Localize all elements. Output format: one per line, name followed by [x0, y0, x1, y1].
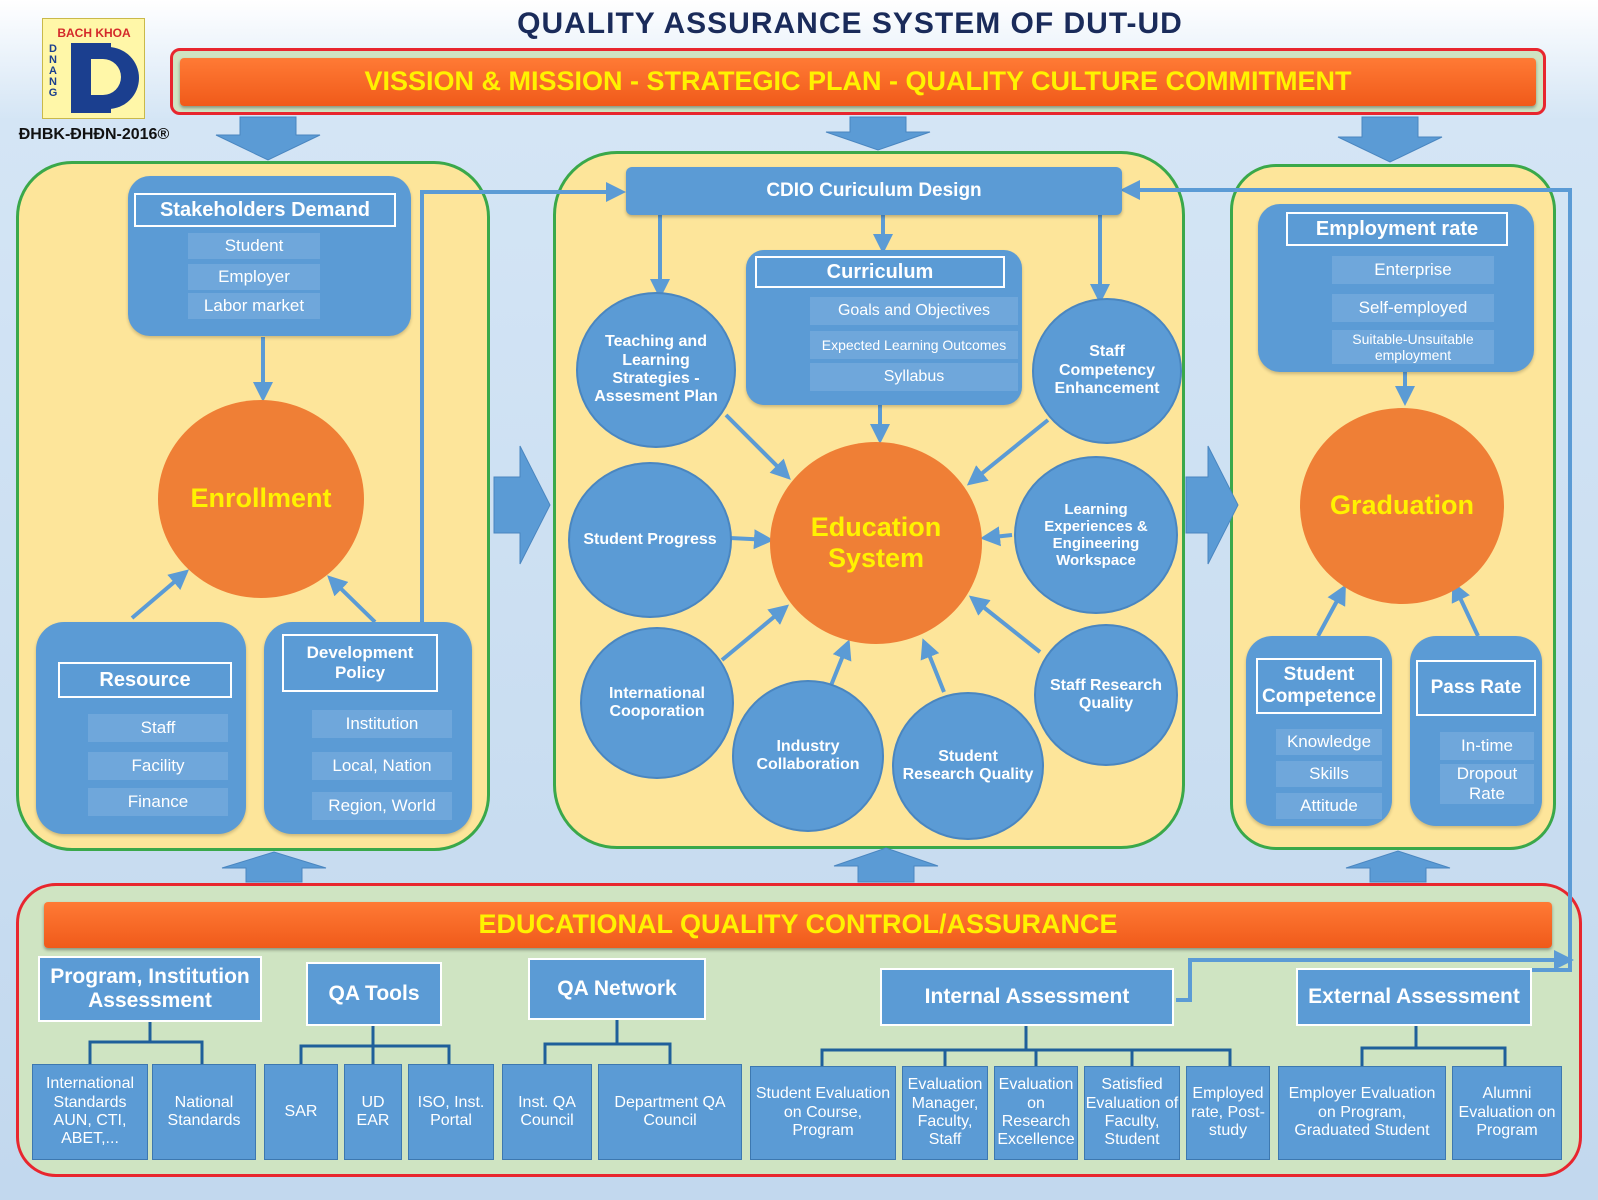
passrate-item-in-time: In-time: [1440, 732, 1534, 760]
competence-title: Student Competence: [1256, 658, 1382, 714]
stakeholder-item-labor-market: Labor market: [188, 293, 320, 319]
employment-title: Employment rate: [1286, 212, 1508, 246]
resource-item-facility: Facility: [88, 752, 228, 780]
resource-item-finance: Finance: [88, 788, 228, 816]
graduation-circle: Graduation: [1300, 408, 1504, 604]
policy-item-local-nation: Local, Nation: [312, 752, 452, 780]
education-system-circle: Education System: [770, 442, 982, 644]
policy-item-institution: Institution: [312, 710, 452, 738]
logo-vertical-text: DNANG: [47, 43, 59, 98]
enrollment-circle: Enrollment: [158, 400, 364, 598]
student-progress-circle: Student Progress: [568, 462, 732, 618]
leaf-iso-portal: ISO, Inst. Portal: [408, 1064, 494, 1160]
leaf-evaluation-manager: Evaluation Manager, Faculty, Staff: [902, 1066, 988, 1160]
curriculum-item-elo: Expected Learning Outcomes: [810, 331, 1018, 359]
logo-caption: ĐHBK-ĐHĐN-2016®: [18, 125, 170, 143]
policy-item-region-world: Region, World: [312, 792, 452, 820]
logo-text: BACH KHOA: [57, 26, 131, 41]
competence-item-attitude: Attitude: [1276, 793, 1382, 819]
leaf-international-standards: International Standards AUN, CTI, ABET,.…: [32, 1064, 148, 1160]
qa-network-box: QA Network: [528, 958, 706, 1020]
leaf-national-standards: National Standards: [152, 1064, 256, 1160]
resource-item-staff: Staff: [88, 714, 228, 742]
bottom-trees: [88, 1020, 1507, 1066]
stakeholder-item-employer: Employer: [188, 264, 320, 290]
staff-competency-circle: Staff Competency Enhancement: [1032, 298, 1182, 444]
stakeholders-title: Stakeholders Demand: [134, 193, 396, 227]
stakeholder-item-student: Student: [188, 233, 320, 259]
top-block-arrows: [215, 116, 1443, 163]
teaching-strategies-circle: Teaching and Learning Strategies - Asses…: [576, 292, 736, 448]
competence-item-knowledge: Knowledge: [1276, 729, 1382, 755]
side-block-arrows: [493, 445, 1239, 565]
curriculum-item-goals: Goals and Objectives: [810, 297, 1018, 325]
leaf-evaluation-research: Evaluation on Research Excellence: [994, 1066, 1078, 1160]
competence-item-skills: Skills: [1276, 761, 1382, 787]
leaf-employer-evaluation: Employer Evaluation on Program, Graduate…: [1278, 1066, 1446, 1160]
cdio-design-box: CDIO Curiculum Design: [626, 167, 1122, 215]
employment-item-enterprise: Enterprise: [1332, 256, 1494, 284]
external-assessment-box: External Assessment: [1296, 968, 1532, 1026]
bottom-block-arrows: [221, 847, 1451, 883]
logo: BACH KHOA DNANG: [42, 18, 145, 119]
resource-title: Resource: [58, 662, 232, 698]
internal-assessment-box: Internal Assessment: [880, 968, 1174, 1026]
qc-banner: EDUCATIONAL QUALITY CONTROL/ASSURANCE: [44, 902, 1552, 948]
leaf-inst-qa-council: Inst. QA Council: [502, 1064, 592, 1160]
leaf-satisfied-evaluation: Satisfied Evaluation of Faculty, Student: [1084, 1066, 1180, 1160]
curriculum-item-syllabus: Syllabus: [810, 363, 1018, 391]
leaf-department-qa-council: Department QA Council: [598, 1064, 742, 1160]
leaf-ud-ear: UD EAR: [344, 1064, 402, 1160]
page-title: QUALITY ASSURANCE SYSTEM OF DUT-UD: [517, 6, 1183, 40]
passrate-item-dropout: Dropout Rate: [1440, 764, 1534, 804]
leaf-alumni-evaluation: Alumni Evaluation on Program: [1452, 1066, 1562, 1160]
program-assessment-box: Program, Institution Assessment: [38, 956, 262, 1022]
feedback-arrows: [1120, 180, 1574, 1002]
center-arrows: [650, 215, 1110, 693]
leaf-student-evaluation: Student Evaluation on Course, Program: [750, 1066, 896, 1160]
top-banner: VISSION & MISSION - STRATEGIC PLAN - QUA…: [180, 58, 1536, 106]
employment-item-suitable: Suitable-Unsuitable employment: [1332, 330, 1494, 364]
employment-item-self-employed: Self-employed: [1332, 294, 1494, 322]
curriculum-title: Curriculum: [755, 256, 1005, 288]
student-research-circle: Student Research Quality: [892, 692, 1044, 840]
policy-title: Development Policy: [282, 634, 438, 692]
passrate-title: Pass Rate: [1416, 660, 1536, 716]
right-arrows: [1316, 372, 1480, 637]
staff-research-circle: Staff Research Quality: [1034, 624, 1178, 766]
leaf-sar: SAR: [264, 1064, 338, 1160]
leaf-employed-rate: Employed rate, Post-study: [1186, 1066, 1270, 1160]
logo-d-hole: [91, 59, 121, 95]
left-arrows: [130, 182, 626, 624]
international-cooperation-circle: International Cooporation: [580, 627, 734, 779]
learning-experiences-circle: Learning Experiences & Engineering Works…: [1014, 456, 1178, 614]
qa-tools-box: QA Tools: [306, 962, 442, 1026]
industry-collaboration-circle: Industry Collaboration: [732, 680, 884, 832]
